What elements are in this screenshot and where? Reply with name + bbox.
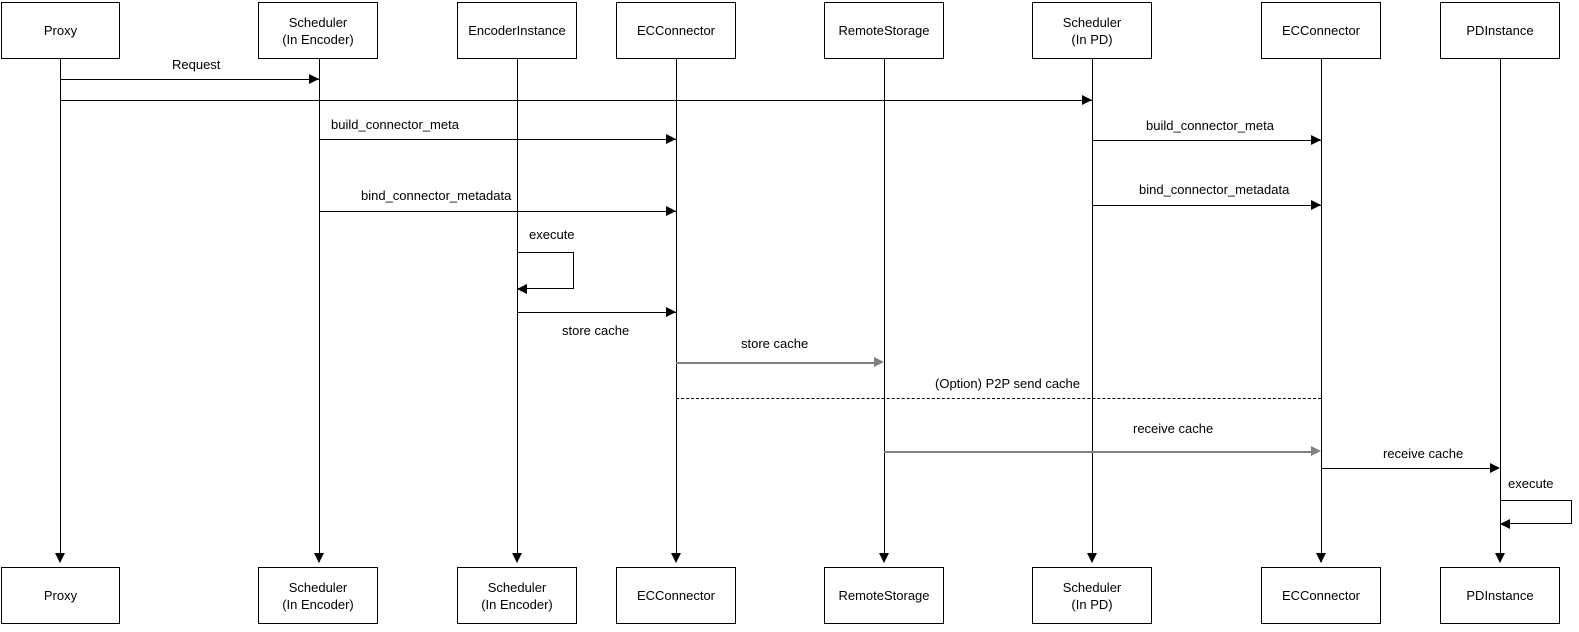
self-loop-execute-encoder — [517, 252, 574, 289]
message-line-bind-connector-metadata-right — [1092, 205, 1321, 206]
message-line-p2p-send-cache — [676, 398, 1321, 399]
self-loop-execute-pd — [1500, 500, 1572, 524]
participant-header-remotestorage[interactable]: RemoteStorage — [824, 2, 944, 59]
message-label-bind-connector-metadata-right: bind_connector_metadata — [1139, 182, 1290, 197]
message-label-build-connector-meta-right: build_connector_meta — [1146, 118, 1274, 133]
self-loop-arrowhead-execute-encoder — [517, 284, 527, 294]
participant-header-scheduler-in-encoder[interactable]: Scheduler (In Encoder) — [258, 2, 378, 59]
message-arrowhead-bind-connector-metadata-right — [1311, 200, 1321, 210]
message-arrowhead-store-cache-encoder — [666, 307, 676, 317]
lifeline-encoderinstance — [517, 59, 518, 562]
message-line-store-cache-remote — [676, 362, 874, 364]
participant-header-pdinstance[interactable]: PDInstance — [1440, 2, 1560, 59]
participant-footer-remotestorage[interactable]: RemoteStorage — [824, 567, 944, 624]
lifeline-ecconnector-left — [676, 59, 677, 562]
self-loop-arrowhead-execute-pd — [1500, 519, 1510, 529]
message-line-request — [60, 79, 319, 80]
participant-header-proxy[interactable]: Proxy — [1, 2, 120, 59]
participant-header-encoderinstance[interactable]: EncoderInstance — [457, 2, 577, 59]
message-line-bind-connector-metadata-left — [319, 211, 676, 212]
message-label-bind-connector-metadata-left: bind_connector_metadata — [361, 188, 512, 203]
lifeline-end-arrow-ecconnector-right — [1316, 553, 1326, 563]
lifeline-pdinstance — [1500, 59, 1501, 562]
lifeline-proxy — [60, 59, 61, 562]
message-label-p2p-send-cache: (Option) P2P send cache — [935, 376, 1081, 391]
participant-footer-pdinstance[interactable]: PDInstance — [1440, 567, 1560, 624]
lifeline-end-arrow-scheduler-in-encoder — [314, 553, 324, 563]
lifeline-end-arrow-remotestorage — [879, 553, 889, 563]
lifeline-remotestorage — [884, 59, 885, 562]
participant-footer-ecconnector-right[interactable]: ECConnector — [1261, 567, 1381, 624]
message-arrowhead-store-cache-remote — [874, 357, 884, 367]
lifeline-end-arrow-ecconnector-left — [671, 553, 681, 563]
message-line-build-connector-meta-right — [1092, 140, 1321, 141]
message-label-execute-pd: execute — [1508, 476, 1554, 491]
message-line-proxy-to-scheduler-pd — [60, 100, 1092, 101]
message-line-receive-cache-remote — [884, 451, 1311, 453]
message-arrowhead-build-connector-meta-right — [1311, 135, 1321, 145]
message-label-receive-cache-remote: receive cache — [1133, 421, 1214, 436]
participant-header-scheduler-in-pd[interactable]: Scheduler (In PD) — [1032, 2, 1152, 59]
message-arrowhead-proxy-to-scheduler-pd — [1082, 95, 1092, 105]
lifeline-end-arrow-scheduler-in-pd — [1087, 553, 1097, 563]
message-label-store-cache-remote: store cache — [741, 336, 809, 351]
lifeline-end-arrow-encoderinstance — [512, 553, 522, 563]
lifeline-ecconnector-right — [1321, 59, 1322, 562]
message-label-execute-encoder: execute — [529, 227, 575, 242]
lifeline-end-arrow-pdinstance — [1495, 553, 1505, 563]
lifeline-scheduler-in-pd — [1092, 59, 1093, 562]
message-label-receive-cache-pd: receive cache — [1383, 446, 1464, 461]
participant-footer-scheduler-in-pd[interactable]: Scheduler (In PD) — [1032, 567, 1152, 624]
message-arrowhead-request — [309, 74, 319, 84]
participant-header-ecconnector-right[interactable]: ECConnector — [1261, 2, 1381, 59]
message-line-receive-cache-pd — [1321, 468, 1490, 469]
message-arrowhead-bind-connector-metadata-left — [666, 206, 676, 216]
message-arrowhead-build-connector-meta-left — [666, 134, 676, 144]
lifeline-end-arrow-proxy — [55, 553, 65, 563]
message-arrowhead-receive-cache-remote — [1311, 446, 1321, 456]
message-arrowhead-receive-cache-pd — [1490, 463, 1500, 473]
message-line-store-cache-encoder — [517, 312, 676, 313]
participant-footer-scheduler-in-encoder[interactable]: Scheduler (In Encoder) — [258, 567, 378, 624]
message-label-build-connector-meta-left: build_connector_meta — [331, 117, 459, 132]
message-line-build-connector-meta-left — [319, 139, 676, 140]
message-label-request: Request — [172, 57, 221, 72]
participant-header-ecconnector-left[interactable]: ECConnector — [616, 2, 736, 59]
participant-footer-encoderinstance[interactable]: Scheduler (In Encoder) — [457, 567, 577, 624]
participant-footer-ecconnector-left[interactable]: ECConnector — [616, 567, 736, 624]
message-label-store-cache-encoder: store cache — [562, 323, 630, 338]
participant-footer-proxy[interactable]: Proxy — [1, 567, 120, 624]
lifeline-scheduler-in-encoder — [319, 59, 320, 562]
